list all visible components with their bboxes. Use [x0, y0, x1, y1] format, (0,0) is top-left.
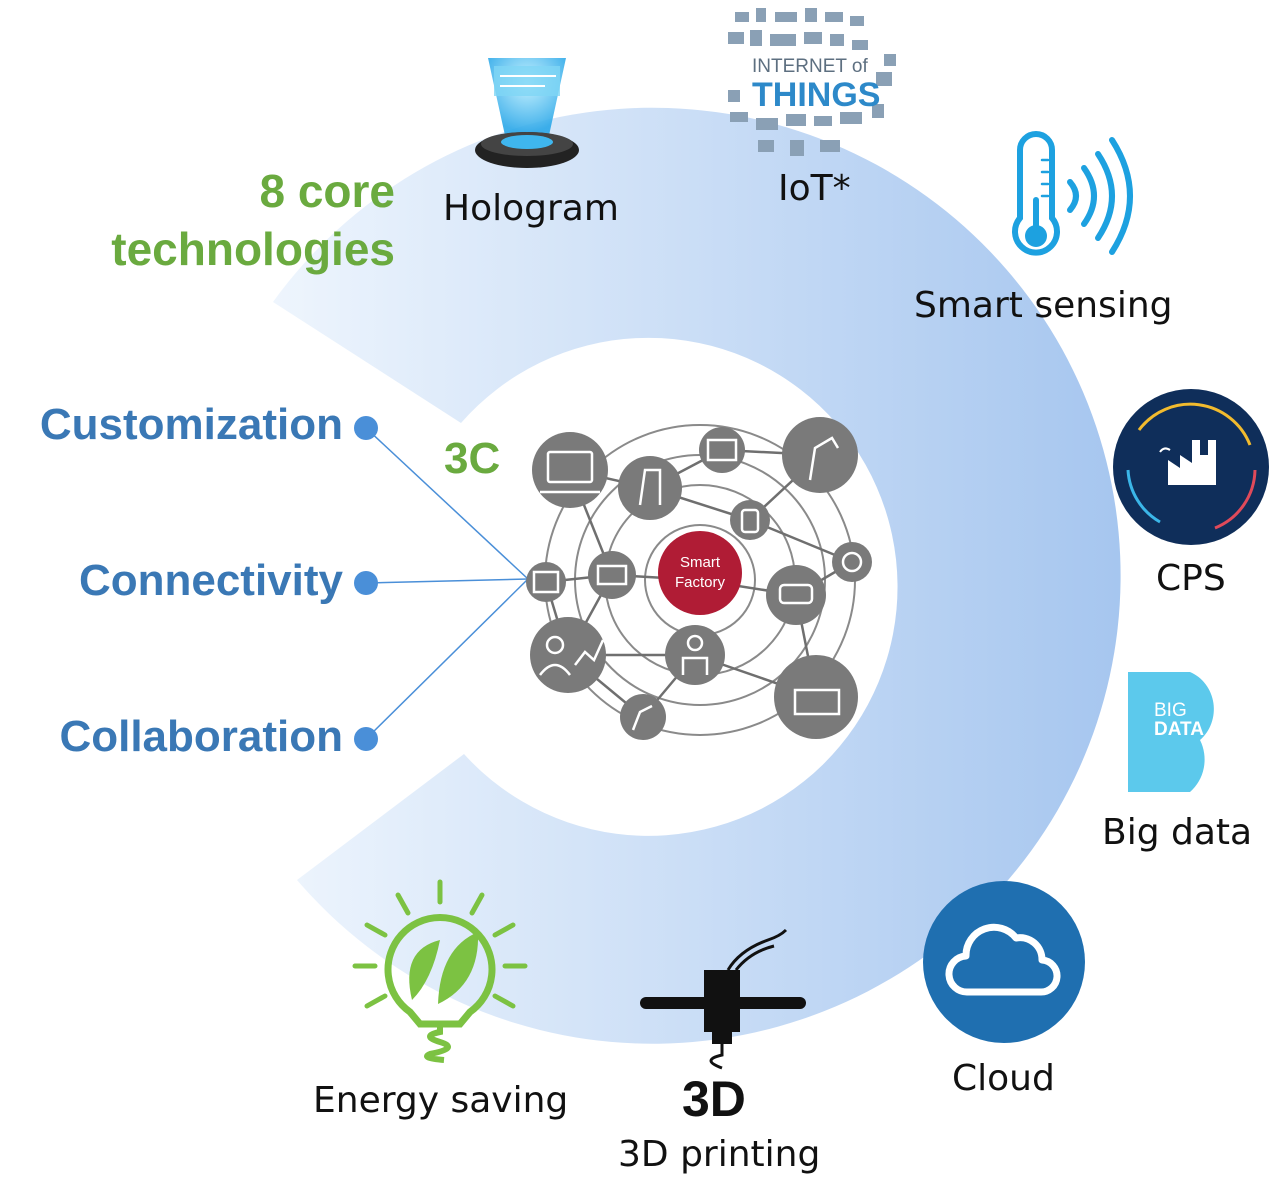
- 3c-title: 3C: [444, 434, 501, 483]
- hub-label-line2: Factory: [675, 574, 726, 591]
- customization-label: Customization: [39, 400, 343, 449]
- node-engineer-chart: [530, 617, 606, 693]
- node-server-left: [526, 562, 566, 602]
- energy-saving-label: Energy saving: [313, 1080, 569, 1121]
- thermometer-signal-icon: [1012, 131, 1133, 256]
- node-computer: [532, 432, 608, 508]
- 3d-printing-label: 3D printing: [618, 1134, 821, 1175]
- collaboration-dot: [354, 727, 378, 751]
- smart-factory-network: Smart Factory: [526, 417, 872, 740]
- cps-label: CPS: [1156, 558, 1226, 599]
- smart-factory-hub: [658, 531, 742, 615]
- big-data-logo-text-2: DATA: [1154, 719, 1204, 740]
- cloud-label: Cloud: [952, 1058, 1055, 1099]
- node-industrial-robot: [782, 417, 858, 493]
- big-data-logo-text-1: BIG: [1154, 700, 1187, 721]
- iot-logo-text-1: INTERNET of: [752, 56, 869, 77]
- big-data-label: Big data: [1102, 812, 1253, 853]
- customization-dot: [354, 416, 378, 440]
- iot-label: IoT*: [778, 168, 851, 209]
- hologram-icon: [475, 58, 579, 168]
- node-welding-robot: [620, 694, 666, 740]
- 3c-connectors: [365, 427, 529, 740]
- core-technologies-heading: 8 core technologies: [111, 162, 395, 278]
- node-robot-arm: [618, 456, 682, 520]
- node-building: [699, 427, 745, 473]
- connectivity-label: Connectivity: [78, 556, 343, 605]
- node-gear: [832, 542, 872, 582]
- core-heading-line1: 8 core: [259, 165, 395, 217]
- node-worker: [665, 625, 725, 685]
- iot-logo-text-2: THINGS: [752, 76, 880, 114]
- lightbulb-leaf-icon: [352, 879, 528, 1063]
- collaboration-label: Collaboration: [59, 712, 343, 761]
- connectivity-dot: [354, 571, 378, 595]
- hub-label-line1: Smart: [680, 554, 721, 571]
- cloud-icon: [923, 881, 1085, 1043]
- node-server: [588, 551, 636, 599]
- node-production-line: [774, 655, 858, 739]
- factory-icon: [1113, 389, 1269, 545]
- node-device: [730, 500, 770, 540]
- 3d-printer-icon: 3D: [640, 928, 806, 1127]
- core-heading-line2: technologies: [111, 223, 395, 275]
- technology-ring: [273, 107, 1121, 1044]
- 3d-logo-text: 3D: [682, 1071, 746, 1127]
- smart-sensing-label: Smart sensing: [914, 285, 1173, 326]
- hologram-label: Hologram: [443, 188, 619, 229]
- internet-of-things-icon: INTERNET of THINGS: [728, 8, 896, 156]
- big-data-icon: BIG DATA: [1128, 672, 1214, 792]
- node-machine: [766, 565, 826, 625]
